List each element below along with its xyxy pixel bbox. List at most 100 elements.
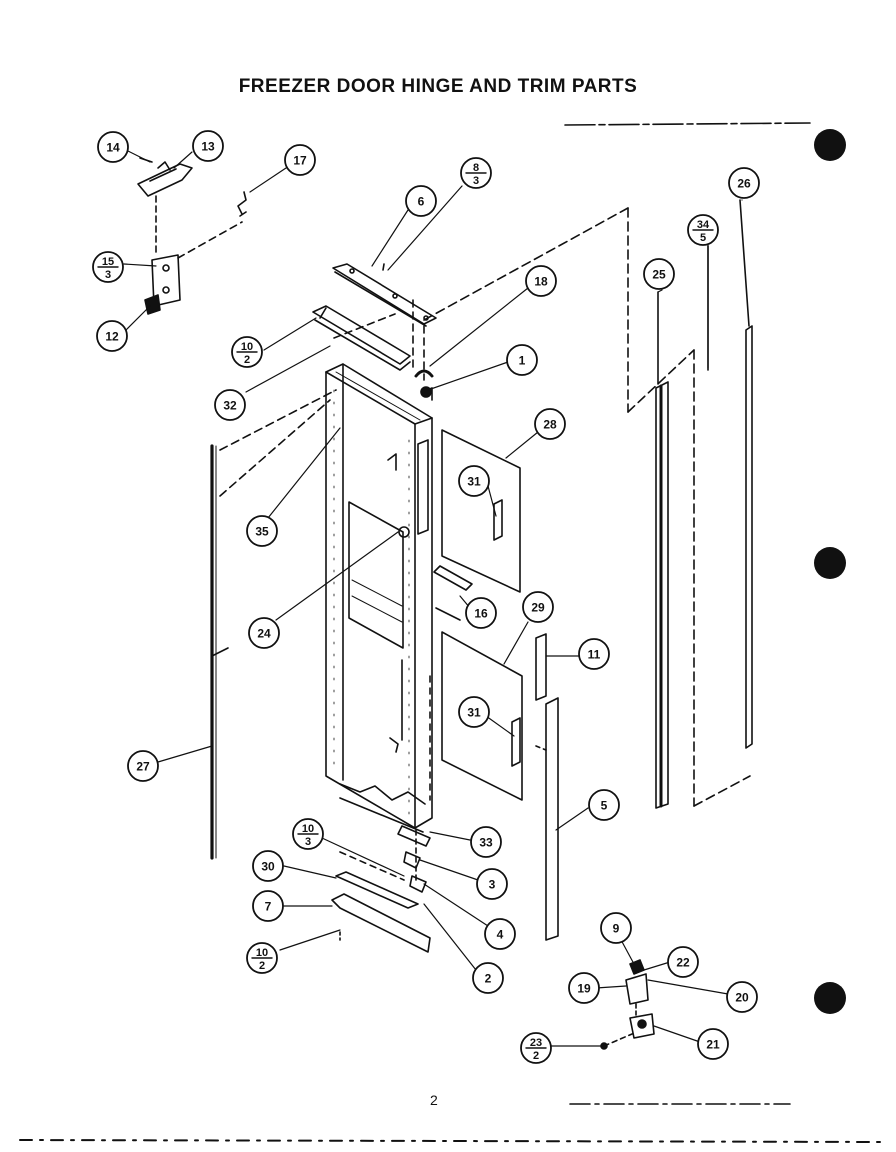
callout-label: 31 xyxy=(467,706,481,720)
callout-label: 32 xyxy=(223,399,237,413)
punch-hole xyxy=(814,982,846,1014)
callout-label: 26 xyxy=(737,177,751,191)
callout-circle xyxy=(252,890,284,922)
callout-circle xyxy=(588,789,620,821)
trim-strip-5 xyxy=(535,697,559,941)
left-gasket-strip xyxy=(210,444,229,860)
callout-c7: 7 xyxy=(252,890,284,922)
callout-circle xyxy=(96,320,128,352)
callout-label: 7 xyxy=(265,900,272,914)
callout-label: 4 xyxy=(497,928,504,942)
projection-line xyxy=(219,399,331,497)
callout-label: 30 xyxy=(261,860,275,874)
callout-circle xyxy=(284,144,316,176)
projection-line xyxy=(423,207,629,321)
callout-c33: 33 xyxy=(470,826,502,858)
page-number: 2 xyxy=(430,1092,438,1108)
callout-c18: 18 xyxy=(525,265,557,297)
callout-c24: 24 xyxy=(248,617,280,649)
callout-label: 15 xyxy=(102,256,114,268)
callout-label: 14 xyxy=(106,141,120,155)
bottom-right-hinge xyxy=(600,959,655,1050)
punch-hole xyxy=(814,129,846,161)
callout-c25: 25 xyxy=(643,258,675,290)
callout-circle xyxy=(192,130,224,162)
callout-c10-2-bot: 102 xyxy=(246,942,278,974)
vertical-strip-25 xyxy=(655,291,669,809)
callout-label: 3 xyxy=(489,878,496,892)
callout-circle xyxy=(127,750,159,782)
callout-label: 2 xyxy=(485,972,492,986)
callout-label: 24 xyxy=(257,627,271,641)
callout-label: 27 xyxy=(136,760,150,774)
callout-label: 35 xyxy=(255,525,269,539)
callout-label: 17 xyxy=(293,154,307,168)
callout-label: 10 xyxy=(302,823,314,835)
callout-c26: 26 xyxy=(728,167,760,199)
callout-circle xyxy=(726,981,758,1013)
callout-circle xyxy=(472,962,504,994)
callout-circle xyxy=(246,515,278,547)
callout-label: 28 xyxy=(543,418,557,432)
callout-c22: 22 xyxy=(667,946,699,978)
callout-label: 29 xyxy=(531,601,545,615)
callout-label: 19 xyxy=(577,982,591,996)
callout-c14: 14 xyxy=(97,131,129,163)
callout-label: 3 xyxy=(105,269,111,281)
callout-label: 13 xyxy=(201,140,215,154)
callout-circle xyxy=(534,408,566,440)
callout-circle xyxy=(506,344,538,376)
callout-label: 11 xyxy=(588,648,601,662)
callout-label: 5 xyxy=(700,232,706,244)
callout-circle xyxy=(458,696,490,728)
callout-circle xyxy=(643,258,675,290)
callout-label: 3 xyxy=(473,175,479,187)
inner-panel-28 xyxy=(433,429,521,621)
callout-circle xyxy=(697,1028,729,1060)
callout-label: 8 xyxy=(473,162,479,174)
callout-label: 25 xyxy=(652,268,666,282)
callout-label: 1 xyxy=(519,354,526,368)
callout-circle xyxy=(667,946,699,978)
callout-c6: 6 xyxy=(405,185,437,217)
callout-c11: 11 xyxy=(578,638,610,670)
callout-circle xyxy=(465,597,497,629)
callout-c29: 29 xyxy=(522,591,554,623)
callout-c35: 35 xyxy=(246,515,278,547)
callout-label: 9 xyxy=(613,922,620,936)
callout-c2: 2 xyxy=(472,962,504,994)
callout-label: 34 xyxy=(697,219,710,231)
callout-c12: 12 xyxy=(96,320,128,352)
callout-label: 6 xyxy=(418,195,425,209)
callout-label: 5 xyxy=(601,799,608,813)
callout-circle xyxy=(458,465,490,497)
callout-c21: 21 xyxy=(697,1028,729,1060)
callout-c9: 9 xyxy=(600,912,632,944)
callout-c1: 1 xyxy=(506,344,538,376)
callout-label: 10 xyxy=(241,341,253,353)
callout-circle xyxy=(248,617,280,649)
callout-label: 18 xyxy=(534,275,548,289)
callout-circle xyxy=(252,850,284,882)
top-channel-part xyxy=(332,263,437,327)
trim-strip-11 xyxy=(535,633,547,701)
callout-circle xyxy=(214,389,246,421)
callout-circle xyxy=(600,912,632,944)
callout-c30: 30 xyxy=(252,850,284,882)
callout-label: 2 xyxy=(244,354,250,366)
callout-c32: 32 xyxy=(214,389,246,421)
bottom-hinge-assembly xyxy=(331,825,431,953)
callout-c10-3: 103 xyxy=(292,818,324,850)
callout-circle xyxy=(470,826,502,858)
callout-circle xyxy=(522,591,554,623)
callout-c15-3: 153 xyxy=(92,251,124,283)
callout-c34-5: 345 xyxy=(687,214,719,246)
callout-circle xyxy=(525,265,557,297)
callout-c23-2: 232 xyxy=(520,1032,552,1064)
top-hinge-assembly xyxy=(137,157,247,315)
callout-circle xyxy=(484,918,516,950)
callout-c5: 5 xyxy=(588,789,620,821)
callout-c13: 13 xyxy=(192,130,224,162)
callout-circle xyxy=(405,185,437,217)
